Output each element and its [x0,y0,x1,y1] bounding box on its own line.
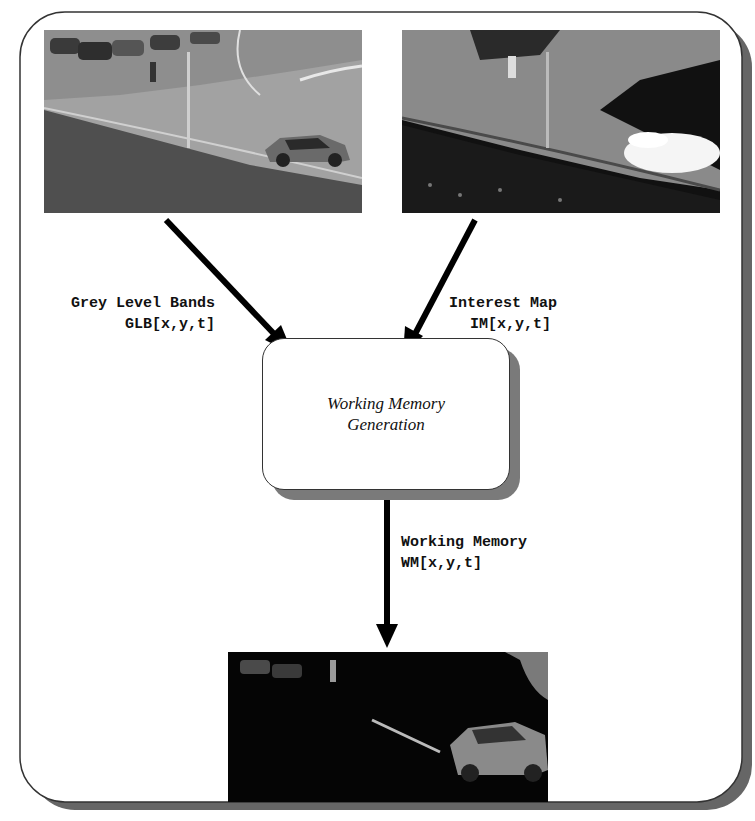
process-box: Working Memory Generation [262,338,510,490]
outer-frame [20,12,742,802]
scene-photo [44,30,362,213]
signal-label: IM[x,y,t] [470,316,551,334]
signal-label: Interest Map [449,295,557,313]
signal-label: WM[x,y,t] [401,555,482,573]
signal-label: Grey Level Bands [71,295,215,313]
interest-map-image [402,30,720,213]
signal-label: GLB[x,y,t] [125,316,215,334]
signal-label: Working Memory [401,534,527,552]
process-label: Working Memory Generation [311,393,461,435]
working-memory-image [228,652,548,802]
